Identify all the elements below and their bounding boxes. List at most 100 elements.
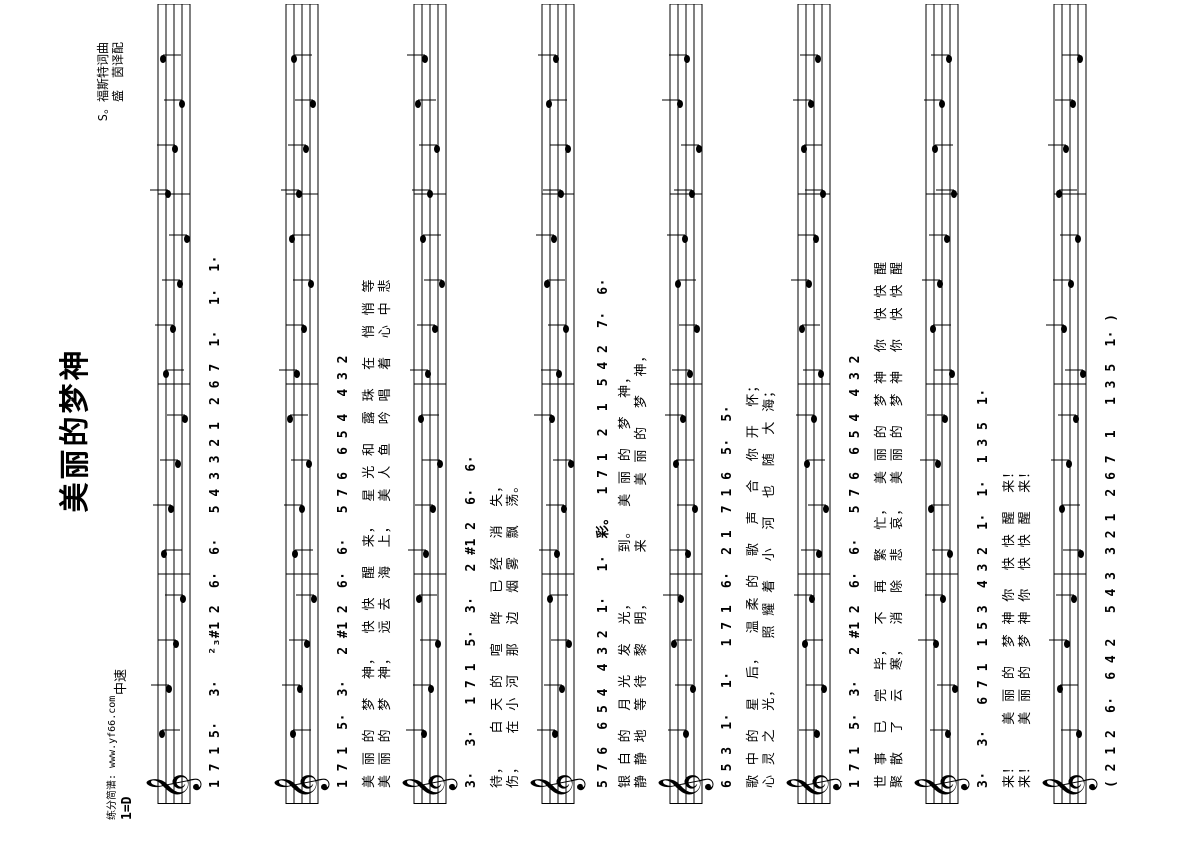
notehead [1075, 235, 1081, 243]
notehead [415, 100, 421, 108]
staff-lines [1046, 4, 1087, 804]
notehead [820, 190, 826, 198]
jianpu-line: 3· 3· 6 7 1 1 5 3 4 3 2 1· 1· 1 3 5 1· [976, 388, 991, 788]
treble-clef-icon: 𝄞 [529, 772, 583, 800]
notehead [1068, 280, 1074, 288]
notehead [809, 595, 815, 603]
treble-clef-icon: 𝄞 [785, 772, 839, 800]
notehead [549, 415, 555, 423]
notehead [304, 640, 310, 648]
notehead [565, 145, 571, 153]
staff: 𝄞 [145, 4, 199, 804]
jianpu-line: 1 7 1 5· 3· 2 #1 2 6· 6· 5 7 6 6 5 4 4 3… [848, 355, 863, 788]
lyric-line: 心 灵 之 光， 照 耀 着 小 河 也 随 大 海； [762, 383, 777, 788]
notehead [932, 145, 938, 153]
notehead [294, 370, 300, 378]
notehead [804, 460, 810, 468]
notehead [1077, 55, 1083, 63]
notehead [942, 415, 948, 423]
notehead [1066, 460, 1072, 468]
music-system: 𝄞1 7 1 5· 3· ²₃#1 2 6· 6· 5 4 3 3 2 1 2 … [145, 0, 300, 860]
lyric-line: 美 丽 的 梦 神， 远 去 海 上， 美 人 鱼 吟 唱 着 心 中 悲 [378, 278, 393, 789]
notehead [806, 280, 812, 288]
notehead [439, 280, 445, 288]
notehead [680, 415, 686, 423]
staff-lines [150, 4, 191, 804]
notehead [422, 55, 428, 63]
staff: 𝄞 [529, 4, 583, 804]
lyric-line: 伤， 在 小 河 那 边 烟 雾 飘 荡。 [506, 478, 521, 788]
notehead [1061, 325, 1067, 333]
notehead [546, 100, 552, 108]
notehead [301, 325, 307, 333]
notehead [935, 460, 941, 468]
notehead [696, 145, 702, 153]
source-note: 练分简谱: www.yf66.com [107, 695, 118, 820]
notehead [1063, 145, 1069, 153]
notehead [310, 100, 316, 108]
treble-clef-icon: 𝄞 [1041, 772, 1095, 800]
notehead [947, 550, 953, 558]
notehead [166, 685, 172, 693]
notehead [165, 190, 171, 198]
notehead [1070, 100, 1076, 108]
notehead [160, 55, 166, 63]
notehead [813, 235, 819, 243]
jianpu-line: 6 5 3 1· 1· 1 7 1 6· 2 1 7 1 6 5· 5· [720, 404, 735, 788]
notehead [544, 280, 550, 288]
notehead [172, 145, 178, 153]
notehead [161, 550, 167, 558]
notehead [561, 505, 567, 513]
staff: 𝄞 [401, 4, 455, 804]
jianpu-line: ( 2 1 2 6· 6 4 2 5 4 3 3 2 1 2 6 7 1 1 3… [1104, 313, 1119, 788]
jianpu-line: 1 7 1 5· 3· 2 #1 2 6· 6· 5 7 6 6 5 4 4 3… [336, 355, 351, 788]
notehead [421, 730, 427, 738]
notehead [170, 325, 176, 333]
notehead [930, 325, 936, 333]
music-system: 𝄞3· 3· 6 7 1 1 5 3 4 3 2 1· 1· 1 3 5 1·来… [913, 0, 1068, 860]
notehead [1064, 640, 1070, 648]
staff: 𝄞 [657, 4, 711, 804]
notehead [554, 550, 560, 558]
notehead [814, 730, 820, 738]
notehead [428, 685, 434, 693]
notehead [811, 415, 817, 423]
notehead [949, 370, 955, 378]
notehead [558, 190, 564, 198]
notehead [685, 550, 691, 558]
treble-clef-icon: 𝄞 [145, 772, 199, 800]
notehead [677, 100, 683, 108]
music-system: 𝄞 1 7 1 5· 3· 2 #1 2 6· 6· 5 7 6 6 5 4 4 … [785, 0, 940, 860]
notehead [683, 730, 689, 738]
notehead [173, 640, 179, 648]
notehead [684, 55, 690, 63]
notehead [933, 640, 939, 648]
notehead [434, 145, 440, 153]
notehead [799, 325, 805, 333]
notehead [159, 730, 165, 738]
notehead [808, 100, 814, 108]
music-system: 𝄞3· 3· 1 7 1 5· 3· 2 #1 2 6· 6·待， 白 天 的 … [401, 0, 556, 860]
notehead [416, 595, 422, 603]
notehead [182, 415, 188, 423]
notehead [556, 370, 562, 378]
notehead [287, 415, 293, 423]
notehead [566, 640, 572, 648]
notehead [418, 415, 424, 423]
music-system: 𝄞6 5 3 1· 1· 1 7 1 6· 2 1 7 1 6 5· 5·歌 中… [657, 0, 812, 860]
notehead [821, 685, 827, 693]
notehead [1078, 550, 1084, 558]
notehead [939, 100, 945, 108]
notehead [1057, 685, 1063, 693]
translator-credit: 盛 茵译配 [111, 42, 125, 103]
notehead [425, 370, 431, 378]
song-title: 美丽的梦神 [58, 347, 93, 513]
notehead [801, 145, 807, 153]
jianpu-line: 5 7 6 6 5 4 4 3 2 1· 1· 彩。 1 7 1 2 1 5 4… [596, 278, 611, 788]
notehead [568, 460, 574, 468]
notehead [1073, 415, 1079, 423]
notehead [815, 55, 821, 63]
notehead [951, 190, 957, 198]
notehead [690, 685, 696, 693]
notehead [802, 640, 808, 648]
